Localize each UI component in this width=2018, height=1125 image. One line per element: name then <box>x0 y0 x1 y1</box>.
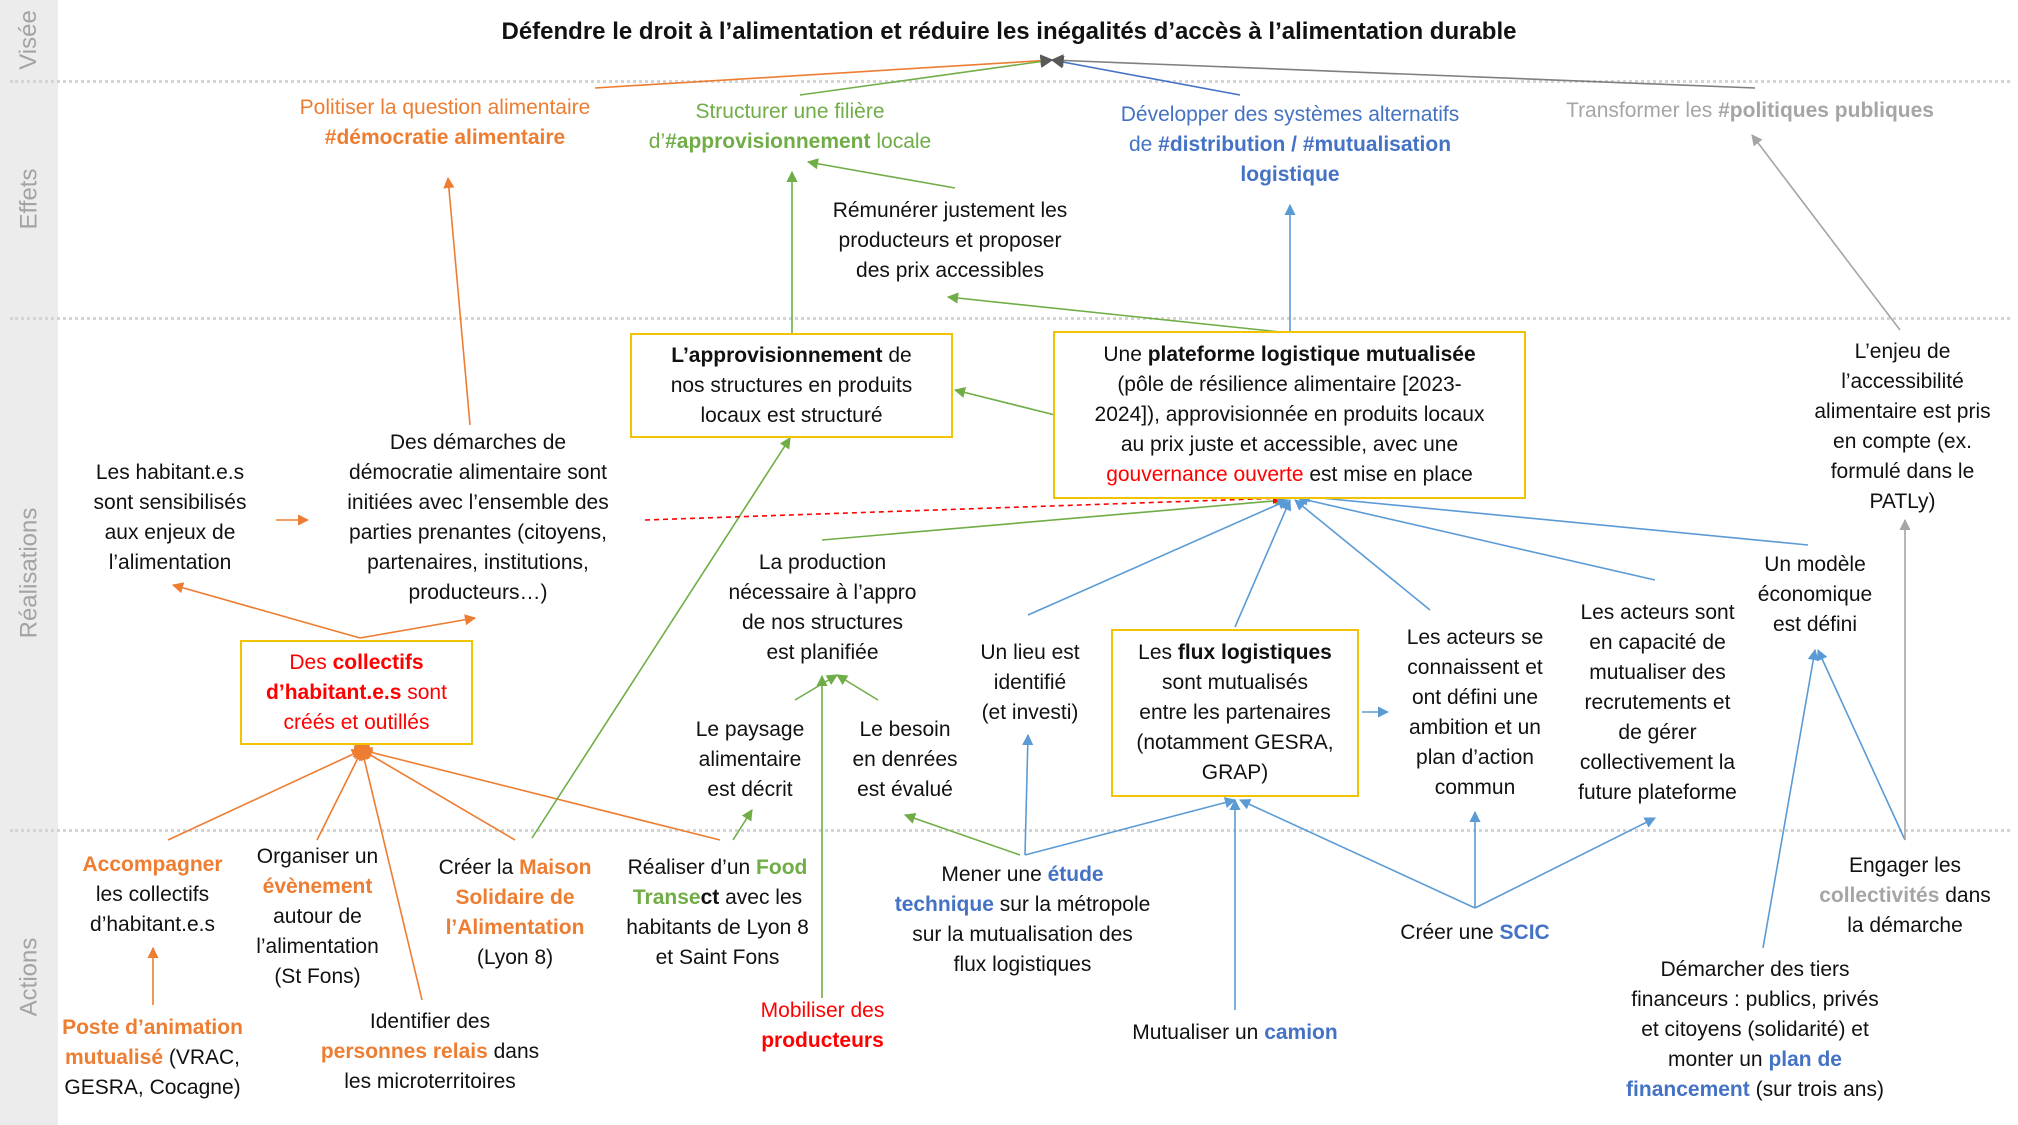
link-demarcher-modele <box>1762 648 1819 949</box>
link-enjeu-transformer <box>1751 134 1901 331</box>
realisation-acteurs-capacite: Les acteurs sont en capacité de mutualis… <box>1578 601 1737 804</box>
link-besoin-production <box>836 674 879 701</box>
action-relais: Identifier des personnes relais dans les… <box>320 1010 540 1093</box>
link-relais-collectifs <box>358 748 423 1001</box>
link-acteurs2-plateforme <box>1296 494 1656 581</box>
link-maison-appro <box>531 437 791 839</box>
link-food-paysage <box>732 809 753 841</box>
link-plateforme-appro <box>953 387 1056 416</box>
link-collectifs-demarches <box>359 614 477 639</box>
link-demarches-plateforme <box>644 492 1285 521</box>
realisation-besoin: Le besoin en denrées est évalué <box>852 718 958 801</box>
realisation-modele: Un modèle économique est défini <box>1757 553 1873 636</box>
realisation-lieu: Un lieu est identifié (et investi) <box>980 641 1080 724</box>
link-etude-lieu <box>1022 733 1034 856</box>
link-maison-collectifs <box>361 749 516 841</box>
band-realisations-bg <box>0 317 58 829</box>
realisation-appro-box: L’approvisionnement de nos structures en… <box>630 333 953 438</box>
realisation-demarches: Des démarches de démocratie alimentaire … <box>347 431 609 604</box>
link-etude-flux <box>1024 797 1237 856</box>
link-politiser-visee <box>594 54 1054 89</box>
link-lieu-plateforme <box>1027 498 1290 616</box>
link-flux-plateforme <box>1234 498 1292 628</box>
band-actions-bg <box>0 829 58 1125</box>
realisation-plateforme-box: Une plateforme logistique mutualisée (pô… <box>1053 331 1526 499</box>
band-effets-bg <box>0 80 58 317</box>
link-production-plateforme <box>821 495 1287 541</box>
action-demarcher: Démarcher des tiers financeurs : publics… <box>1626 958 1884 1101</box>
link-remunerer-structurer <box>806 158 956 189</box>
action-accompagner: Accompagner les collectifs d’habitant.e.… <box>82 853 223 936</box>
realisation-habitants-sensibilises: Les habitant.e.s sont sensibilisés aux e… <box>93 461 247 574</box>
effect-developper: Développer des systèmes alternatifs de #… <box>1120 103 1460 186</box>
link-modele-plateforme <box>1298 491 1809 546</box>
link-transformer-visee <box>1050 54 1756 89</box>
action-etude: Mener une étude technique sur la métropo… <box>894 863 1151 976</box>
link-food-collectifs <box>360 747 721 841</box>
realisation-acteurs-connaissent: Les acteurs se connaissent et ont défini… <box>1406 626 1544 799</box>
action-poste-animation: Poste d’animation mutualisé (VRAC, GESRA… <box>62 1016 243 1099</box>
action-engager: Engager les collectivités dans la démarc… <box>1819 854 1991 937</box>
link-etude-besoin <box>903 813 1021 856</box>
action-scic: Créer une SCIC <box>1400 921 1550 944</box>
action-camion: Mutualiser un camion <box>1132 1021 1338 1044</box>
link-scic-flux <box>1238 799 1476 909</box>
effect-remunerer: Rémunérer justement les producteurs et p… <box>832 199 1068 282</box>
link-structurer-visee <box>799 55 1054 96</box>
link-demarches-politiser <box>443 176 471 426</box>
separator-realisations-actions <box>10 829 2010 832</box>
realisation-collectifs-box: Des collectifs d’habitant.e.s sont créés… <box>240 640 473 745</box>
link-accompagner-collectifs <box>167 749 364 841</box>
link-acteurs1-plateforme <box>1294 499 1431 611</box>
realisation-enjeu: L’enjeu de l’accessibilité alimentaire e… <box>1814 340 1991 513</box>
realisation-production: La production nécessaire à l’appro de no… <box>728 551 917 664</box>
link-engager-modele <box>1817 648 1906 841</box>
effect-politiser: Politiser la question alimentaire #démoc… <box>299 96 591 149</box>
separator-visee-effets <box>10 80 2010 83</box>
separator-effets-realisations <box>10 317 2010 320</box>
action-maison: Créer la Maison Solidaire de l’Alimentat… <box>438 856 592 969</box>
link-plateforme-remunerer <box>946 292 1291 334</box>
link-scic-acteurs2 <box>1474 817 1657 909</box>
action-mobiliser: Mobiliser des producteurs <box>760 999 885 1052</box>
link-evenement-collectifs <box>316 748 363 841</box>
link-collectifs-habitants <box>171 582 361 639</box>
link-paysage-production <box>794 674 838 701</box>
page-title: Défendre le droit à l’alimentation et ré… <box>501 18 1517 45</box>
realisation-flux-box: Les flux logistiques sont mutualisés ent… <box>1111 629 1359 797</box>
effect-transformer: Transformer les #politiques publiques <box>1566 99 1934 122</box>
realisation-paysage: Le paysage alimentaire est décrit <box>695 718 805 801</box>
link-developper-visee <box>1050 55 1241 96</box>
effect-structurer: Structurer une filière d’#approvisionnem… <box>648 100 932 153</box>
action-food-transect: Réaliser d’un Food Transect avec les hab… <box>626 856 809 969</box>
action-evenement: Organiser un évènement autour de l’alime… <box>256 845 379 988</box>
band-visee-bg <box>0 0 58 80</box>
